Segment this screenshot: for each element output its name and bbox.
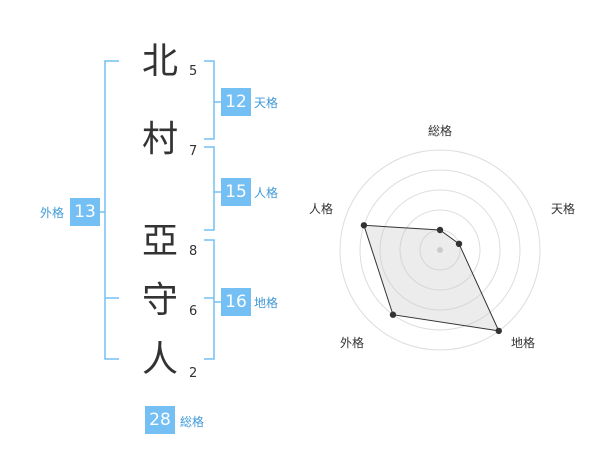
gaikaku-label: 外格 (40, 206, 65, 220)
chikaku-label: 地格 (254, 296, 279, 310)
stroke-count-2: 7 (189, 144, 198, 159)
chikaku-bracket (204, 239, 215, 360)
stroke-count-5: 2 (189, 366, 198, 381)
radar-point-5 (360, 222, 368, 229)
gaikaku-badge: 13 (70, 198, 100, 226)
soukaku-badge: 28 (145, 406, 175, 434)
radar-axis-label-soukaku: 総格 (428, 124, 453, 138)
radar-ring (379, 189, 501, 311)
radar-center (437, 247, 443, 253)
soukaku-label: 総格 (180, 415, 205, 429)
jinkaku-bracket (204, 146, 215, 231)
stroke-count-3: 8 (189, 244, 198, 259)
name-char-2: 村 (141, 119, 178, 160)
stroke-count-1: 5 (189, 64, 198, 79)
gaikaku-bracket (104, 60, 119, 360)
chikaku-badge: 16 (221, 288, 251, 316)
name-char-5: 人 (141, 339, 178, 380)
radar-ring (359, 169, 521, 331)
jinkaku-label: 人格 (254, 186, 279, 200)
radar-point-2 (455, 240, 463, 248)
radar-axis-label-tenkaku: 天格 (551, 202, 576, 216)
radar-area (363, 224, 500, 332)
tenkaku-badge: 12 (221, 88, 251, 116)
stroke-count-4: 6 (189, 304, 198, 319)
jinkaku-badge: 15 (221, 178, 251, 206)
radar-axis-label-jinkaku: 人格 (309, 202, 334, 216)
radar-axis-label-chikaku: 地格 (511, 336, 536, 350)
radar-ring (399, 209, 481, 291)
name-char-1: 北 (141, 41, 178, 82)
radar-point-4 (389, 311, 397, 318)
tenkaku-bracket (204, 60, 215, 140)
radar-point-3 (495, 327, 502, 335)
radar-axis-label-gaikaku: 外格 (340, 336, 365, 350)
radar-point-1 (436, 226, 444, 234)
tenkaku-label: 天格 (254, 96, 279, 110)
name-char-4: 守 (141, 280, 178, 321)
name-char-3: 亞 (141, 221, 178, 262)
